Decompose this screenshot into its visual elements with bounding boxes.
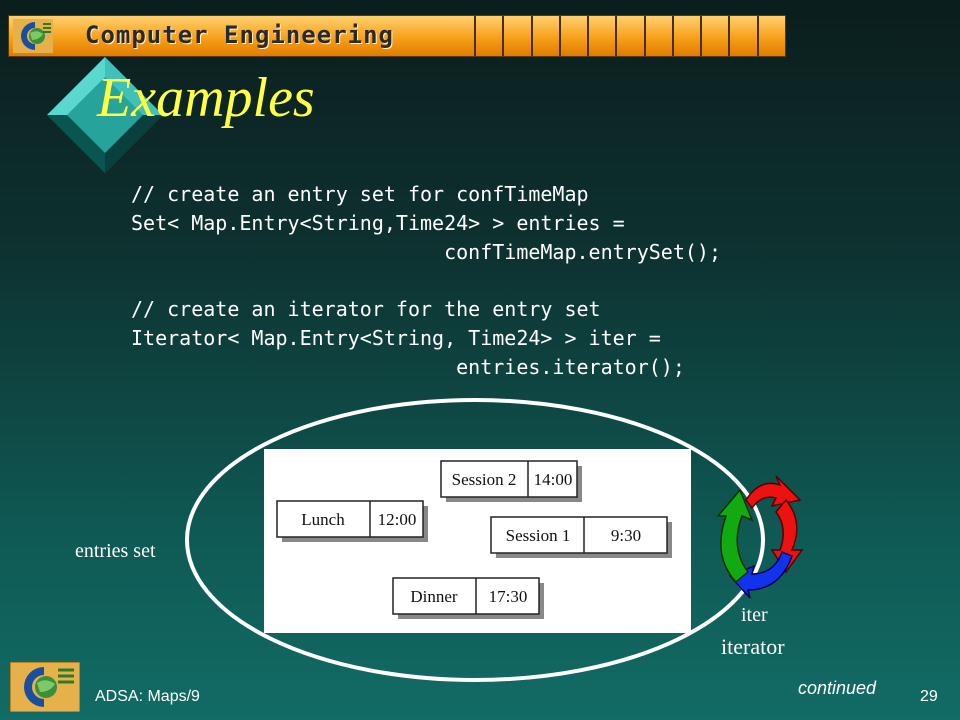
- entry-value: 17:30: [489, 587, 528, 606]
- entry-value: 12:00: [378, 510, 417, 529]
- entry-dinner: Dinner 17:30: [392, 577, 544, 619]
- footer-continued: continued: [798, 678, 877, 698]
- banner-cell: [700, 16, 729, 56]
- footer-logo-icon: [10, 662, 80, 712]
- diamond-bullet-icon: [47, 57, 163, 173]
- banner-cell: [756, 16, 785, 56]
- banner-cell: [502, 16, 531, 56]
- banner-cell: [615, 16, 644, 56]
- entry-key: Session 2: [452, 470, 517, 489]
- banner-cell: [728, 16, 757, 56]
- entry-key: Lunch: [301, 510, 345, 529]
- banner-cell: [587, 16, 616, 56]
- cycle-arrows-icon: [716, 475, 804, 599]
- iter-label: iter: [741, 604, 768, 626]
- entry-key: Dinner: [410, 587, 458, 606]
- header-banner: Computer Engineering: [8, 15, 786, 57]
- entry-lunch: Lunch 12:00: [276, 500, 428, 542]
- banner-cell: [474, 16, 503, 56]
- entry-session-1: Session 1 9:30: [490, 516, 672, 558]
- slide-title: Examples: [97, 67, 315, 129]
- globe-logo-icon: [13, 19, 53, 53]
- banner-cell: [558, 16, 588, 56]
- entry-value: 14:00: [534, 470, 573, 489]
- banner-title-area: Computer Engineering: [9, 16, 474, 56]
- page-number: 29: [920, 688, 938, 705]
- banner-cell: [643, 16, 672, 56]
- code-block: // create an entry set for confTimeMap S…: [131, 182, 722, 379]
- banner-cell: [530, 16, 559, 56]
- entry-value: 9:30: [611, 526, 641, 545]
- entries-set-label: entries set: [75, 540, 156, 562]
- entry-key: Session 1: [506, 526, 571, 545]
- entries-set-ellipse: [185, 398, 765, 682]
- footer-course-label: ADSA: Maps/9: [95, 688, 200, 705]
- entry-session-2: Session 2 14:00: [440, 460, 582, 502]
- iterator-label: iterator: [721, 634, 785, 659]
- banner-cell: [671, 16, 701, 56]
- banner-title: Computer Engineering: [85, 21, 394, 49]
